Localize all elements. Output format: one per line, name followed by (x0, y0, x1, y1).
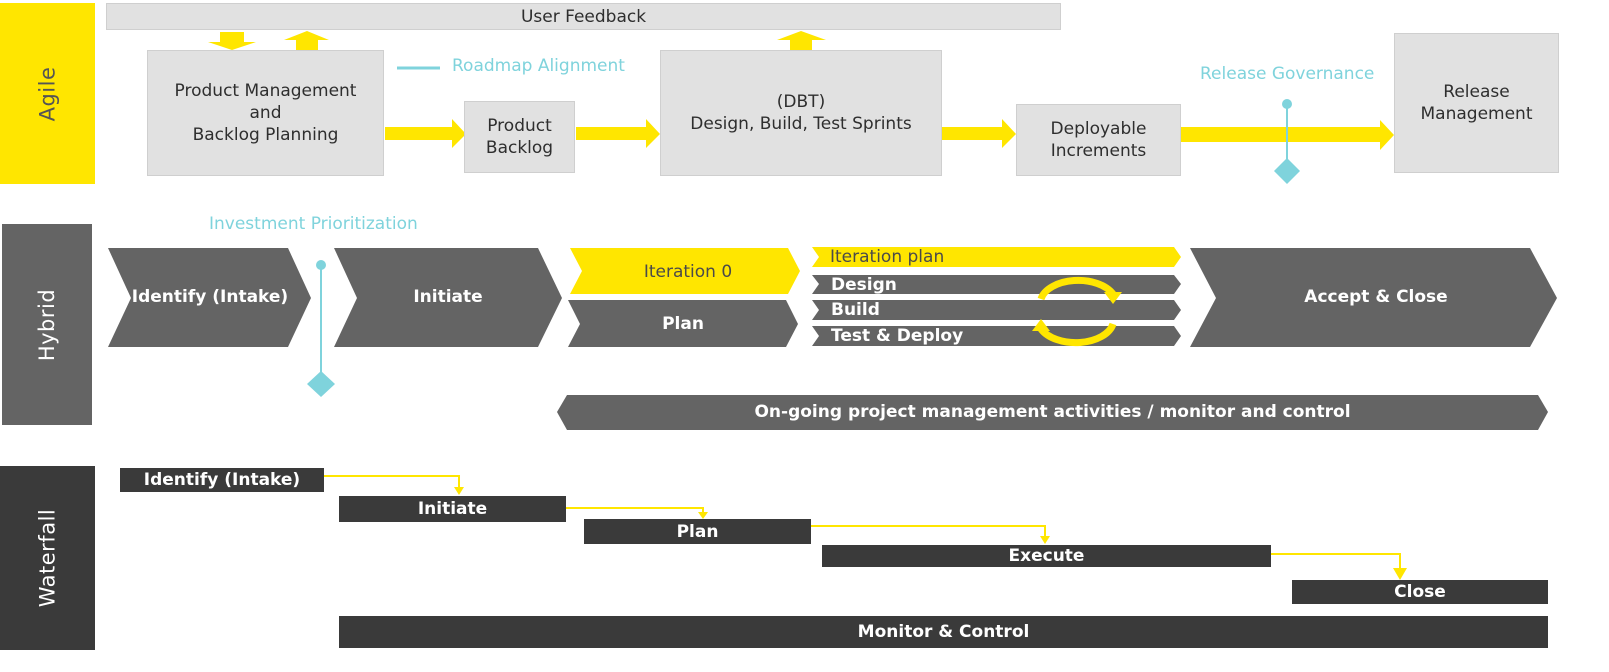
deployable-increments-box: Deployable Increments (1016, 104, 1181, 176)
investment-gate-dot (316, 260, 326, 270)
wf-arrowhead-execute (1040, 536, 1050, 544)
hybrid-iteration0-chevron (570, 248, 800, 294)
hybrid-identify-chevron (108, 248, 311, 347)
hybrid-build-label: Build (831, 300, 880, 320)
product-management-label: Product Management and Backlog Planning (174, 81, 357, 145)
wf-monitor-label: Monitor & Control (857, 622, 1030, 642)
release-gate-diamond (1274, 158, 1300, 184)
hybrid-iteration-plan-bar (812, 247, 1181, 267)
hybrid-accept-close-chevron (1190, 248, 1557, 347)
deployable-increments-label: Deployable Increments (1050, 119, 1147, 161)
wf-connector-identify-initiate (324, 475, 460, 490)
wf-monitor-bar: Monitor & Control (339, 616, 1548, 648)
wf-execute-label: Execute (1008, 546, 1085, 566)
hybrid-test-deploy-label: Test & Deploy (831, 326, 964, 346)
wf-close-bar: Close (1292, 580, 1548, 604)
wf-arrowhead-initiate (454, 487, 464, 495)
investment-gate-diamond (307, 371, 335, 397)
dbt-feedback-up-arrow (777, 31, 826, 50)
wf-initiate-bar: Initiate (339, 496, 566, 522)
waterfall-lane-label: Waterfall (0, 466, 95, 650)
wf-initiate-label: Initiate (417, 499, 488, 519)
hybrid-plan-label: Plan (662, 314, 704, 334)
wf-identify-label: Identify (Intake) (143, 470, 301, 490)
release-gate-dot (1282, 99, 1292, 109)
investment-prioritization-label: Investment Prioritization (209, 214, 418, 234)
wf-connector-plan-execute (811, 525, 1046, 538)
release-management-box: Release Management (1394, 33, 1559, 173)
hybrid-accept-close-label: Accept & Close (1304, 287, 1448, 307)
flow-arrow-dbt-to-deploy (942, 119, 1016, 148)
iteration-cycle-icon (1032, 276, 1122, 347)
wf-arrowhead-close (1393, 568, 1407, 580)
wf-plan-label: Plan (676, 521, 719, 542)
hybrid-identify-label: Identify (Intake) (131, 287, 289, 307)
product-backlog-label: Product Backlog (485, 116, 554, 158)
hybrid-iteration0-label: Iteration 0 (643, 262, 733, 282)
hybrid-initiate-chevron (334, 248, 562, 347)
flow-arrow-pm-to-backlog (385, 119, 466, 148)
product-management-box: Product Management and Backlog Planning (147, 50, 384, 176)
hybrid-initiate-label: Initiate (413, 287, 483, 307)
user-feedback-label: User Feedback (520, 6, 647, 27)
wf-execute-bar: Execute (822, 545, 1271, 567)
user-feedback-bar: User Feedback (106, 3, 1061, 30)
flow-arrow-backlog-to-dbt (576, 119, 660, 148)
hybrid-iteration-plan-label: Iteration plan (830, 247, 945, 267)
wf-close-label: Close (1394, 582, 1446, 602)
hybrid-lane-label: Hybrid (2, 224, 92, 425)
wf-identify-bar: Identify (Intake) (120, 468, 324, 492)
wf-connector-initiate-plan (566, 507, 704, 514)
hybrid-build-bar (812, 300, 1181, 320)
feedback-down-arrow (208, 32, 256, 50)
agile-lane-label: Agile (0, 3, 95, 184)
dbt-sprints-label: (DBT) Design, Build, Test Sprints (690, 92, 912, 134)
dbt-sprints-box: (DBT) Design, Build, Test Sprints (660, 50, 942, 176)
hybrid-design-label: Design (831, 275, 897, 295)
wf-arrowhead-plan (698, 512, 708, 519)
hybrid-ongoing-label: On-going project management activities /… (754, 402, 1351, 422)
release-governance-label: Release Governance (1200, 64, 1375, 84)
hybrid-plan-chevron (568, 300, 798, 347)
feedback-up-arrow (284, 31, 329, 50)
roadmap-alignment-label: Roadmap Alignment (452, 56, 625, 76)
wf-connector-execute-close (1271, 553, 1401, 570)
release-management-label: Release Management (1420, 82, 1533, 124)
product-backlog-box: Product Backlog (464, 101, 575, 173)
wf-plan-bar: Plan (584, 519, 811, 544)
hybrid-ongoing-bar (557, 395, 1548, 430)
